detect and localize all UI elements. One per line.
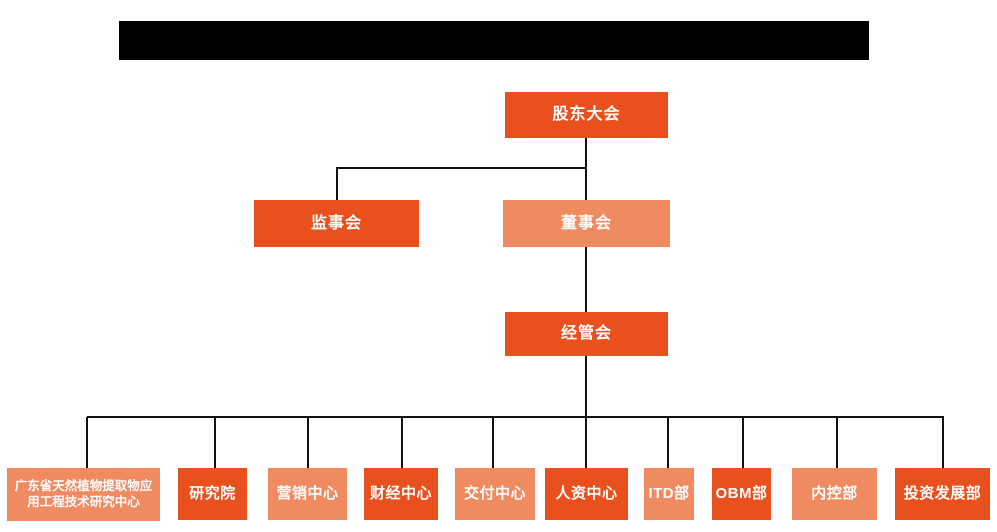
redacted-title-bar [119,21,869,60]
org-node-shareholders-meeting: 股东大会 [505,92,668,138]
connector-line [336,167,338,200]
connector-line [836,417,838,468]
org-node-dept-itd: ITD部 [644,468,694,520]
org-node-dept-finance-center: 财经中心 [364,468,438,520]
org-node-dept-delivery-center: 交付中心 [455,468,535,520]
connector-line [87,416,944,418]
org-node-board-of-directors: 董事会 [503,200,670,247]
connector-line [307,417,309,468]
connector-line [401,417,403,468]
connector-line [742,417,744,468]
connector-line [336,167,587,169]
connector-line [585,356,587,417]
org-node-management-committee: 经管会 [505,312,668,356]
connector-line [667,417,669,468]
org-node-dept-hr-center: 人资中心 [545,468,628,520]
org-node-dept-marketing-center: 营销中心 [268,468,347,520]
connector-line [214,417,216,468]
connector-line [585,247,587,312]
org-node-dept-internal-control: 内控部 [792,468,877,520]
org-node-dept-research-institute: 研究院 [178,468,247,520]
org-node-dept-obm: OBM部 [712,468,771,520]
org-node-dept-research-center: 广东省天然植物提取物应用工程技术研究中心 [7,468,160,521]
connector-line [585,138,587,200]
org-node-supervisory-board: 监事会 [254,200,419,247]
connector-line [942,417,944,468]
org-node-dept-investment-development: 投资发展部 [895,468,990,520]
connector-line [492,417,494,468]
connector-line [585,417,587,468]
connector-line [86,417,88,468]
